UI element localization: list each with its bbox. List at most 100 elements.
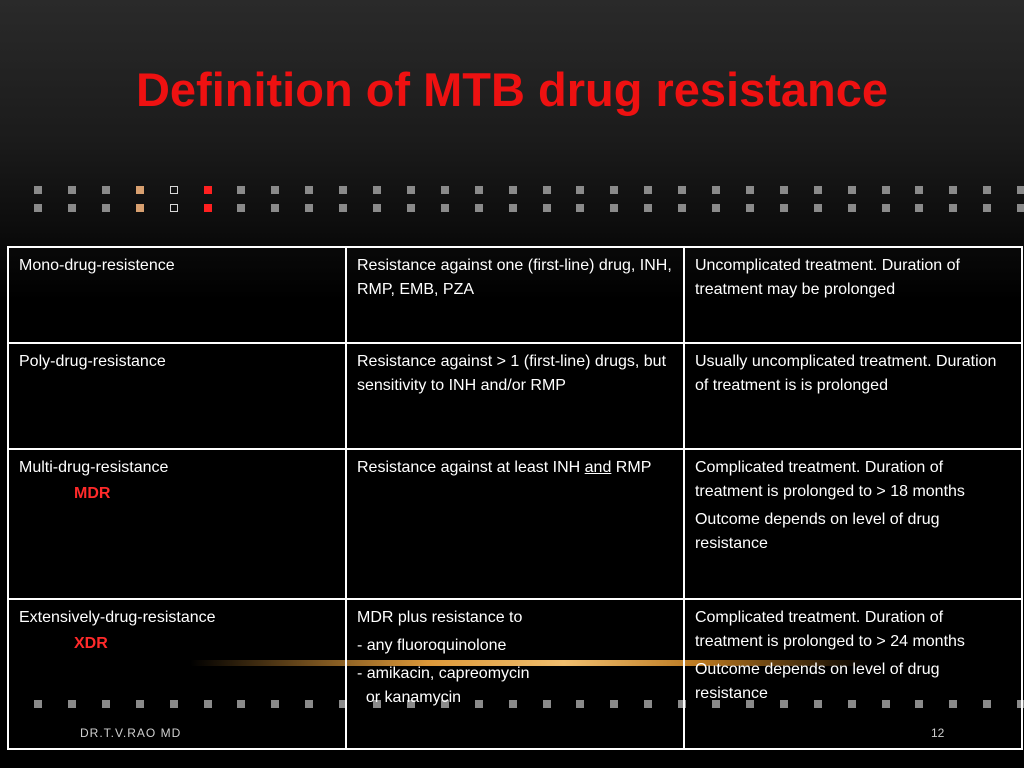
square-dot — [68, 186, 76, 194]
square-dot — [170, 186, 178, 194]
square-dot — [983, 204, 991, 212]
square-dot — [678, 204, 686, 212]
page-number: 12 — [931, 726, 945, 740]
resistance-table: Mono-drug-resistence Resistance against … — [7, 246, 1024, 750]
square-dot — [271, 186, 279, 194]
square-dot — [780, 204, 788, 212]
resistance-type-label: Mono-drug-resistence — [19, 257, 175, 274]
square-dot — [949, 204, 957, 212]
square-dot — [576, 186, 584, 194]
treatment-cell: Complicated treatment. Duration of treat… — [682, 598, 1024, 750]
abbreviation-xdr: XDR — [74, 635, 108, 652]
square-dot — [170, 204, 178, 212]
square-dot — [509, 204, 517, 212]
outcome-text: Outcome depends on level of drug resista… — [694, 661, 940, 702]
resistance-type-label: Poly-drug-resistance — [19, 353, 166, 370]
square-dot — [204, 186, 212, 194]
square-dot — [746, 186, 754, 194]
square-dot — [373, 204, 381, 212]
square-dot — [848, 204, 856, 212]
square-dot — [68, 204, 76, 212]
square-dot — [34, 204, 42, 212]
slide-title: Definition of MTB drug resistance — [135, 63, 889, 116]
definition-bullet: or kanamycin — [356, 689, 462, 706]
square-dot — [712, 186, 720, 194]
definition-cell: Resistance against at least INH and RMP — [344, 448, 685, 600]
square-dot — [339, 204, 347, 212]
treatment-text: Complicated treatment. Duration of treat… — [694, 459, 965, 500]
square-dot — [814, 204, 822, 212]
treatment-cell: Complicated treatment. Duration of treat… — [682, 448, 1024, 600]
square-dot — [915, 186, 923, 194]
treatment-text: Complicated treatment. Duration of treat… — [694, 609, 965, 650]
square-dot — [373, 186, 381, 194]
square-dot — [407, 186, 415, 194]
square-dot — [441, 186, 449, 194]
treatment-cell: Uncomplicated treatment. Duration of tre… — [682, 246, 1024, 344]
definition-cell: MDR plus resistance to - any fluoroquino… — [344, 598, 685, 750]
resistance-type-cell: Multi-drug-resistance MDR — [7, 448, 347, 600]
definition-text: Resistance against at least INH — [356, 459, 585, 476]
square-dot — [848, 186, 856, 194]
square-dot — [610, 204, 618, 212]
square-dot-divider — [0, 186, 1024, 196]
definition-text: Resistance against > 1 (first-line) drug… — [356, 353, 667, 394]
square-dot — [644, 204, 652, 212]
square-dot — [1017, 204, 1024, 212]
square-dot — [136, 204, 144, 212]
table-row: Mono-drug-resistence Resistance against … — [7, 246, 1024, 344]
square-dot — [305, 204, 313, 212]
definition-text-end: RMP — [611, 459, 652, 476]
square-dot — [983, 186, 991, 194]
square-dot — [678, 186, 686, 194]
table-row: Poly-drug-resistance Resistance against … — [7, 342, 1024, 450]
square-dot — [271, 204, 279, 212]
definition-bullet: - any fluoroquinolone — [356, 637, 507, 654]
resistance-type-cell: Extensively-drug-resistance XDR — [7, 598, 347, 750]
square-dot — [441, 204, 449, 212]
square-dot — [712, 204, 720, 212]
square-dot — [543, 204, 551, 212]
underlined-and: and — [584, 459, 612, 476]
square-dot — [237, 204, 245, 212]
square-dot — [34, 186, 42, 194]
square-dot — [576, 204, 584, 212]
square-dot — [610, 186, 618, 194]
square-dot — [780, 186, 788, 194]
square-dot — [407, 204, 415, 212]
square-dot — [509, 186, 517, 194]
square-dot — [204, 204, 212, 212]
outcome-text: Outcome depends on level of drug resista… — [694, 511, 940, 552]
treatment-cell: Usually uncomplicated treatment. Duratio… — [682, 342, 1024, 450]
square-dot — [882, 204, 890, 212]
resistance-type-cell: Mono-drug-resistence — [7, 246, 347, 344]
square-dot — [915, 204, 923, 212]
square-dot — [136, 186, 144, 194]
definition-bullet: - amikacin, capreomycin — [356, 665, 530, 682]
treatment-text: Uncomplicated treatment. Duration of tre… — [694, 257, 960, 298]
resistance-type-label: Extensively-drug-resistance — [19, 609, 216, 626]
square-dot — [543, 186, 551, 194]
treatment-text: Usually uncomplicated treatment. Duratio… — [694, 353, 997, 394]
resistance-type-label: Multi-drug-resistance — [19, 459, 169, 476]
definition-cell: Resistance against one (first-line) drug… — [344, 246, 685, 344]
square-dot — [237, 186, 245, 194]
definition-text: Resistance against one (first-line) drug… — [356, 257, 672, 298]
table-row: Extensively-drug-resistance XDR MDR plus… — [7, 598, 1024, 750]
resistance-type-cell: Poly-drug-resistance — [7, 342, 347, 450]
square-dot — [102, 204, 110, 212]
abbreviation-mdr: MDR — [74, 485, 111, 502]
square-dot — [1017, 186, 1024, 194]
square-dot — [475, 204, 483, 212]
footer-author: DR.T.V.RAO MD — [80, 726, 182, 740]
square-dot — [746, 204, 754, 212]
square-dot — [882, 186, 890, 194]
square-dot — [475, 186, 483, 194]
definition-text: MDR plus resistance to — [356, 609, 523, 626]
square-dot — [102, 186, 110, 194]
definition-cell: Resistance against > 1 (first-line) drug… — [344, 342, 685, 450]
square-dot — [949, 186, 957, 194]
table-row: Multi-drug-resistance MDR Resistance aga… — [7, 448, 1024, 600]
square-dot — [814, 186, 822, 194]
square-dot — [339, 186, 347, 194]
